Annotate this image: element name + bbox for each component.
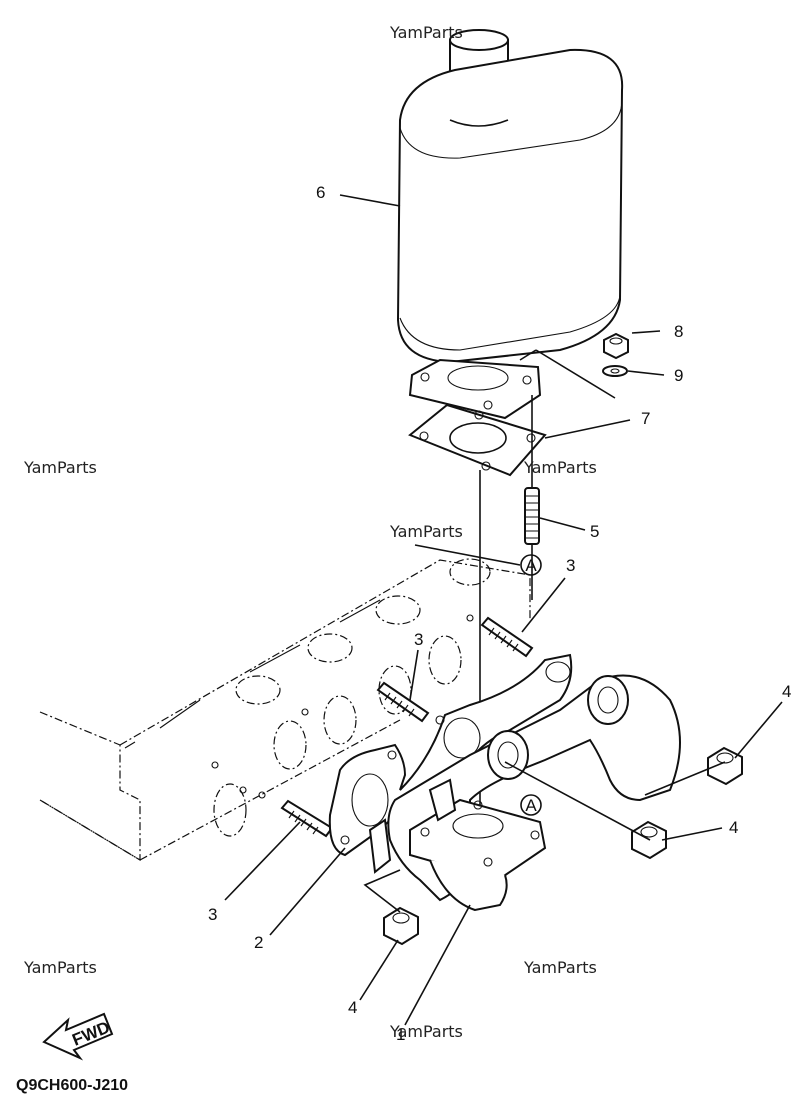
callout-1: 1 (396, 1025, 405, 1044)
nut-4-lower (383, 906, 419, 946)
nut-bracket-line (363, 869, 401, 913)
watermark: YamParts (23, 958, 97, 977)
leader-4-middle (661, 827, 723, 841)
engine-block (39, 558, 531, 862)
diagram-code: Q9CH600-J210 (16, 1077, 128, 1094)
leader-4-right (734, 701, 783, 759)
muffler-flange (408, 358, 542, 420)
ref-line (414, 544, 521, 566)
callout-3-lower: 3 (208, 905, 217, 924)
callout-6: 6 (316, 183, 325, 202)
callout-3-upper: 3 (566, 556, 575, 575)
callout-3-middle: 3 (414, 630, 423, 649)
leader-3-middle (409, 649, 419, 701)
leader-4-lower (359, 939, 399, 1001)
watermark: YamParts (389, 522, 463, 541)
reference-mark-a-lower: A (520, 794, 542, 816)
nut-axis-line-2 (644, 761, 726, 796)
leader-8 (631, 330, 661, 334)
callout-5: 5 (590, 522, 599, 541)
gasket (408, 403, 547, 477)
washer-9 (602, 365, 628, 377)
stud-bolt-5 (524, 487, 540, 545)
nut-8 (603, 332, 629, 360)
leader-7 (544, 419, 631, 439)
leader-3-upper (521, 577, 566, 633)
callout-4-lower: 4 (348, 998, 357, 1017)
leader-6 (339, 194, 401, 207)
stud-3-upper (480, 616, 534, 658)
watermark: YamParts (23, 458, 97, 477)
watermark: YamParts (523, 958, 597, 977)
watermark: YamParts (389, 1022, 463, 1041)
svg-text:A: A (525, 796, 537, 815)
watermark: YamParts (389, 23, 463, 42)
leader-1 (404, 904, 471, 1026)
callout-7: 7 (641, 409, 650, 428)
watermark: YamParts (523, 458, 597, 477)
leader-2 (269, 847, 346, 936)
callout-4-right: 4 (782, 682, 791, 701)
callout-4-middle: 4 (729, 818, 738, 837)
leader-9 (627, 370, 665, 376)
fwd-arrow-icon: FWD (42, 1012, 114, 1061)
stud-3-middle (376, 681, 430, 723)
callout-9: 9 (674, 366, 683, 385)
leader-3-lower (224, 821, 301, 901)
bracket-line (519, 349, 616, 399)
fwd-label: FWD (70, 1018, 113, 1050)
exhaust-manifold (368, 674, 681, 912)
stud-3-lower (280, 799, 334, 838)
svg-text:A: A (525, 556, 537, 575)
nut-4-right (707, 746, 743, 786)
callout-2: 2 (254, 933, 263, 952)
muffler (396, 29, 624, 364)
callout-8: 8 (674, 322, 683, 341)
nut-axis-line (504, 761, 651, 841)
reference-mark-a-upper: A (520, 554, 542, 576)
leader-5 (539, 517, 586, 531)
